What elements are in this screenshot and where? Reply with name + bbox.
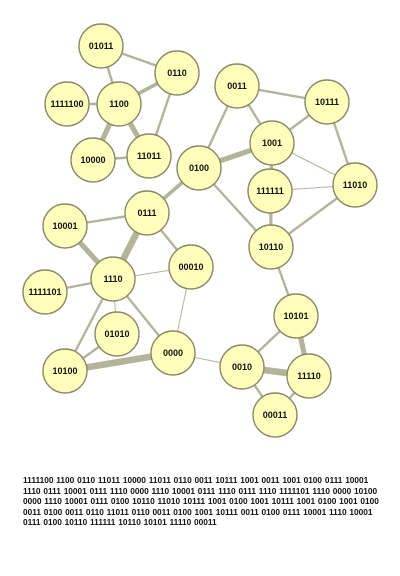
node-label: 0000 — [163, 348, 183, 358]
node-10101: 10101 — [273, 293, 319, 339]
node-0100: 0100 — [176, 145, 222, 191]
node-label: 01011 — [89, 41, 114, 51]
node-circle — [44, 81, 90, 127]
node-label: 10000 — [80, 155, 105, 165]
node-circle — [273, 293, 319, 339]
node-circle — [124, 190, 170, 236]
node-1111100: 1111100 — [44, 81, 90, 127]
node-0111: 0111 — [124, 190, 170, 236]
node-label: 1100 — [109, 99, 129, 109]
node-circle — [42, 348, 88, 394]
node-circle — [249, 120, 295, 166]
node-label: 0010 — [232, 362, 252, 372]
node-circle — [168, 244, 214, 290]
node-10111: 10111 — [304, 79, 350, 125]
node-0110: 0110 — [154, 50, 200, 96]
node-circle — [214, 63, 260, 109]
node-11010: 11010 — [332, 162, 378, 208]
node-circle — [252, 392, 298, 438]
node-label: 0110 — [167, 68, 187, 78]
node-circle — [219, 344, 265, 390]
node-11110: 11110 — [286, 353, 332, 399]
node-circle — [248, 224, 294, 270]
node-circle — [78, 23, 124, 69]
node-label: 10100 — [52, 366, 77, 376]
node-circle — [176, 145, 222, 191]
node-circle — [332, 162, 378, 208]
node-0011: 0011 — [214, 63, 260, 109]
node-circle — [94, 311, 140, 357]
node-label: 10001 — [52, 221, 77, 231]
node-label: 0011 — [227, 81, 247, 91]
node-label: 11110 — [297, 371, 321, 381]
node-label: 1111100 — [50, 99, 83, 109]
node-1001: 1001 — [249, 120, 295, 166]
node-circle — [126, 133, 172, 179]
node-0000: 0000 — [150, 330, 196, 376]
node-10100: 10100 — [42, 348, 88, 394]
node-00011: 00011 — [252, 392, 298, 438]
node-label: 11011 — [137, 151, 161, 161]
node-111111: 111111 — [247, 168, 293, 214]
node-label: 111111 — [256, 186, 284, 196]
node-label: 1110 — [103, 274, 122, 284]
node-label: 01010 — [104, 329, 129, 339]
node-label: 1001 — [262, 138, 282, 148]
node-circle — [304, 79, 350, 125]
node-1111101: 1111101 — [22, 269, 68, 315]
node-10001: 10001 — [42, 203, 88, 249]
node-label: 00010 — [178, 262, 203, 272]
node-0010: 0010 — [219, 344, 265, 390]
node-10110: 10110 — [248, 224, 294, 270]
node-00010: 00010 — [168, 244, 214, 290]
graph-diagram: 01011 0110 1111100 1100 10000 11011 0011 10111 1… — [22, 23, 378, 438]
nodes-layer: 01011 0110 1111100 1100 10000 11011 0011 10111 1… — [22, 23, 378, 438]
node-10000: 10000 — [70, 137, 116, 183]
node-label: 0100 — [189, 163, 209, 173]
node-11011: 11011 — [126, 133, 172, 179]
node-01010: 01010 — [94, 311, 140, 357]
node-label: 1111101 — [28, 287, 61, 297]
node-label: 10101 — [283, 311, 308, 321]
node-1100: 1100 — [96, 81, 142, 127]
node-label: 0111 — [137, 208, 156, 218]
node-circle — [42, 203, 88, 249]
node-label: 11010 — [343, 180, 368, 190]
node-circle — [22, 269, 68, 315]
node-sequence-text: 1111100 1100 0110 11011 10000 11011 0110… — [23, 475, 379, 528]
node-01011: 01011 — [78, 23, 124, 69]
node-circle — [96, 81, 142, 127]
node-circle — [286, 353, 332, 399]
node-circle — [90, 256, 136, 302]
node-circle — [247, 168, 293, 214]
node-label: 10111 — [315, 97, 339, 107]
node-label: 00011 — [263, 410, 288, 420]
node-circle — [154, 50, 200, 96]
node-circle — [150, 330, 196, 376]
node-circle — [70, 137, 116, 183]
node-label: 10110 — [259, 242, 284, 252]
node-1110: 1110 — [90, 256, 136, 302]
